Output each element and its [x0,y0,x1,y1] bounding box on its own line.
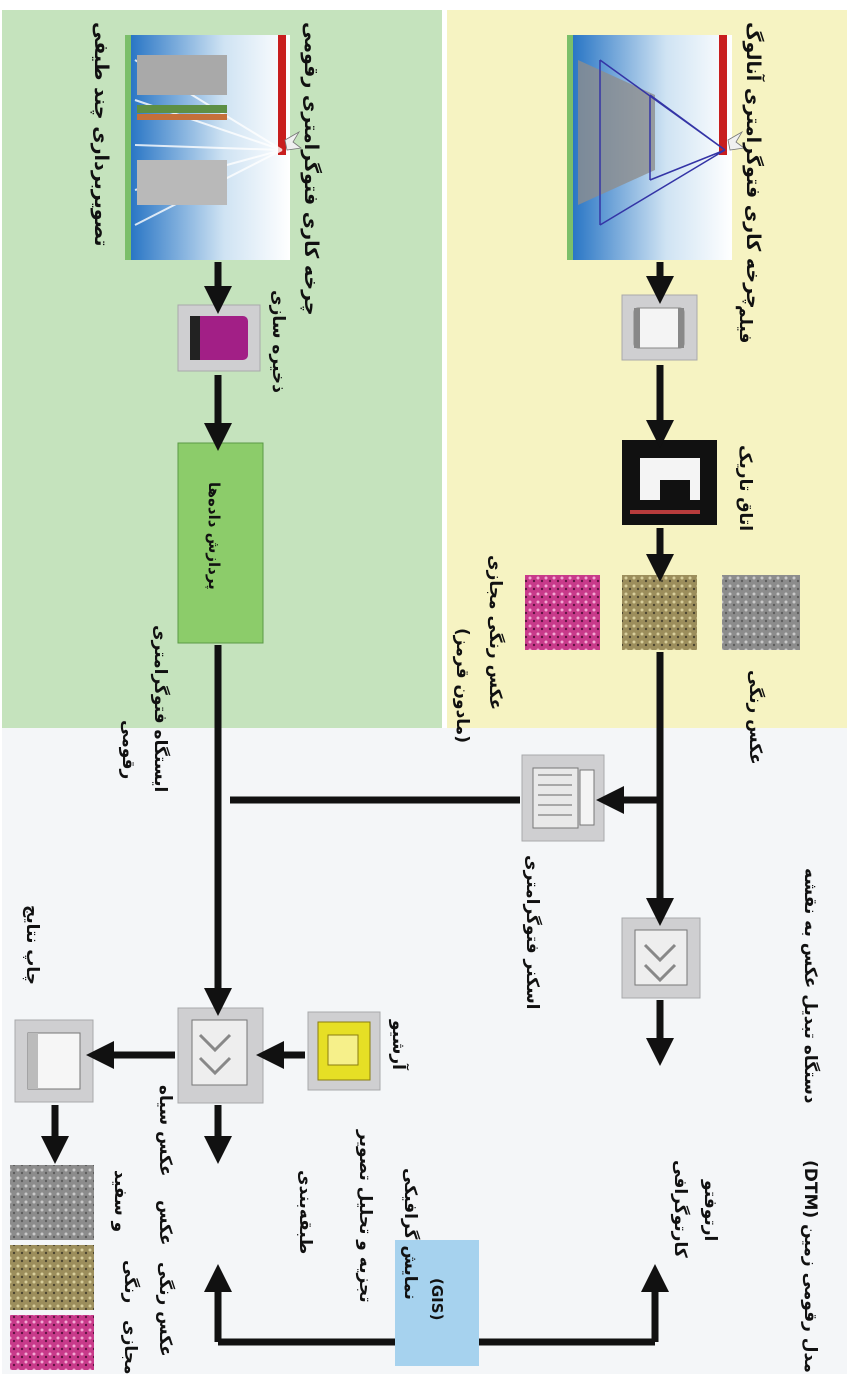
film-label: فیلم [735,305,755,344]
analog-cycle-label: چرخه کاری فتوگرامتری آنالوگ [742,22,764,309]
bw-photo-label-1: عکس سیاه [155,1085,175,1177]
color-photo-label: عکس رنگی [745,670,765,765]
false-color-photo-analog [525,575,600,650]
print-label: چاپ نتایج [22,905,42,985]
dtm-label: مدل رقومی زمین (DTM) [800,1160,820,1373]
archive-label: آرشیو [388,1020,408,1070]
image-analysis-label: تجزیه و تحلیل تصویر [355,1130,375,1303]
ortho-label: ارتوفتو [700,1180,720,1242]
flow-arrows [41,262,674,1346]
bw-photo-label-2: و سفید [110,1170,130,1233]
data-processing-box [177,442,264,644]
digital-cycle-label: چرخه کاری فتوگرامتری رقومی [300,22,322,316]
film-icon [621,294,698,361]
gis-box [395,1240,479,1366]
false-color-out-label-1: عکس رنگی [155,1262,175,1357]
storage-label: ذخیره سازی [268,290,288,393]
print-icon [14,1019,94,1103]
graphic-display-label: نمایش گرافیکی [400,1168,420,1300]
gis-label: (GIS) [428,1278,446,1321]
false-color-label-2: (مادون قرمز) [452,628,472,743]
multispectral-label: تصویربرداری چند طیفی [90,22,112,247]
archive-icon [307,1011,381,1091]
analog-aerial-image [567,35,746,260]
bw-photo-output [10,1165,94,1240]
workstation-label-1: ایستگاه فتوگرامتری [150,625,170,793]
converter-label: دستگاه تبدیل عکس به نقشه [800,868,820,1104]
scanner-label: اسکنر فتوگرامتری [522,855,542,1010]
digital-aerial-image [125,35,303,260]
color-photo-analog [622,575,697,650]
scanner-icon [521,754,605,842]
false-color-label-1: عکس رنگی مجازی [485,555,505,711]
classification-label: طبقه‌بندی [295,1170,315,1255]
color-photo-output [10,1245,94,1310]
workstation-label-2: رقومی [118,720,138,780]
darkroom-icon [622,440,717,525]
color-photo-out-label-2: رنگی [120,1260,140,1304]
converter-icon [621,917,701,999]
workstation-icon [177,1007,264,1104]
color-photo-out-label-1: عکس [155,1200,175,1246]
bw-photo-analog [722,575,800,650]
false-color-out-label-2: مجازی [120,1320,140,1375]
darkroom-label: اتاق تاریک [735,445,755,532]
storage-icon [177,304,261,372]
data-processing-label: پردازش داده‌ها [205,482,223,590]
cartography-label: کارتوگرافی [670,1160,690,1258]
false-color-photo-output [10,1315,94,1370]
